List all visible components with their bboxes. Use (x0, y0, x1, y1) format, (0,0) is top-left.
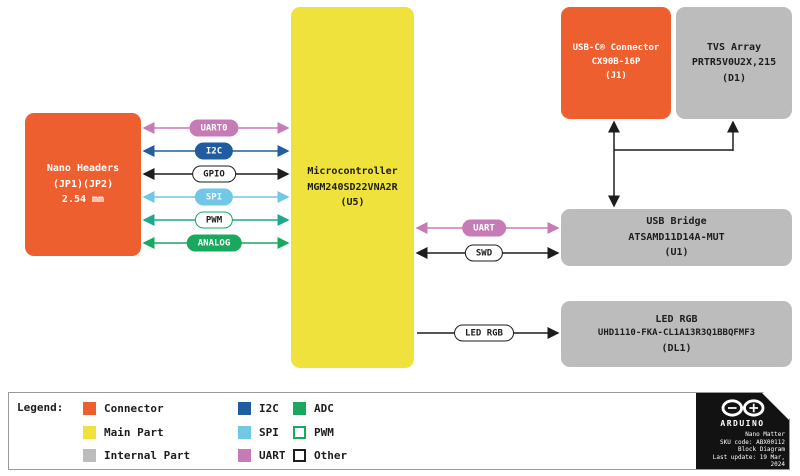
block-line: (D1) (721, 72, 747, 84)
legend-swatch-i2c (238, 402, 251, 415)
legend-panel: Legend: Connector Main Part Internal Par… (8, 392, 790, 470)
legend-label-main-part: Main Part (104, 426, 164, 439)
usb-bridge-block: USB Bridge ATSAMD11D14A-MUT (U1) (561, 209, 792, 266)
bus-pill-pwm: PWM (194, 211, 234, 229)
legend-swatch-adc (293, 402, 306, 415)
brand-info: Nano Matter SKU code: ABX00112 Block Dia… (696, 431, 789, 469)
microcontroller-block: Microcontroller MGM240SD22VNA2R (U5) (291, 7, 414, 368)
bus-pill-gpio: GPIO (192, 165, 236, 183)
legend-swatch-spi (238, 426, 251, 439)
block-line: ATSAMD11D14A-MUT (628, 231, 725, 243)
bus-pill-uart0: UART0 (189, 119, 239, 137)
led-rgb-block: LED RGB UHD1110-FKA-CL1A13R3Q1BBQFMF3 (D… (561, 301, 792, 367)
block-line: LED RGB (655, 313, 698, 325)
block-line: (U1) (664, 247, 689, 259)
legend-label-other: Other (314, 449, 348, 462)
legend-swatch-main-part (83, 426, 96, 439)
legend-label-uart: UART (259, 449, 286, 462)
sku-code: SKU code: ABX00112 (719, 438, 785, 446)
legend-label-spi: SPI (259, 426, 279, 439)
legend-swatch-connector (83, 402, 96, 415)
bus-pill-analog: ANALOG (186, 234, 242, 252)
block-line: USB-C® Connector (572, 43, 660, 54)
block-line: TVS Array (706, 41, 762, 53)
block-line: MGM240SD22VNA2R (307, 181, 398, 193)
legend-label-connector: Connector (104, 402, 164, 415)
legend-swatch-other (293, 449, 306, 462)
legend-label-adc: ADC (314, 402, 334, 415)
block-line: (DL1) (661, 342, 692, 354)
legend-label-i2c: I2C (259, 402, 279, 415)
block-line: PRTR5V0U2X,215 (691, 57, 777, 69)
tvs-array-block: TVS Array PRTR5V0U2X,215 (D1) (676, 7, 792, 119)
usb-c-connector-block: USB-C® Connector CX90B-16P (J1) (561, 7, 671, 119)
block-line: Microcontroller (307, 166, 398, 178)
bus-pill-led-rgb: LED RGB (454, 324, 514, 342)
block-line: UHD1110-FKA-CL1A13R3Q1BBQFMF3 (597, 328, 756, 339)
legend-label-internal-part: Internal Part (104, 449, 191, 462)
arduino-logo-icon (720, 398, 766, 418)
product-name: Nano Matter (745, 431, 785, 438)
block-line: USB Bridge (646, 216, 707, 228)
brand-name: ARDUINO (720, 419, 765, 428)
branding-panel: ARDUINO Nano Matter SKU code: ABX00112 B… (696, 393, 789, 469)
block-line: (U5) (340, 197, 365, 209)
block-line: 2.54 mm (61, 194, 105, 206)
bus-pill-uart: UART (462, 219, 506, 237)
legend-swatch-pwm (293, 426, 306, 439)
legend-swatch-internal-part (83, 449, 96, 462)
bus-pill-swd: SWD (464, 244, 504, 262)
doc-type: Block Diagram (738, 446, 785, 453)
block-line: Nano Headers (46, 163, 120, 175)
block-line: CX90B-16P (591, 57, 641, 68)
last-update: Last update: 19 Mar, 2024 (712, 453, 785, 468)
bus-pill-i2c: I2C (194, 142, 234, 160)
nano-headers-block: Nano Headers (JP1)(JP2) 2.54 mm (25, 113, 141, 256)
legend-label-pwm: PWM (314, 426, 334, 439)
legend-swatch-uart (238, 449, 251, 462)
block-line: (JP1)(JP2) (52, 178, 114, 190)
block-line: (J1) (605, 70, 627, 81)
legend-title: Legend: (17, 401, 64, 414)
bus-pill-spi: SPI (194, 188, 234, 206)
